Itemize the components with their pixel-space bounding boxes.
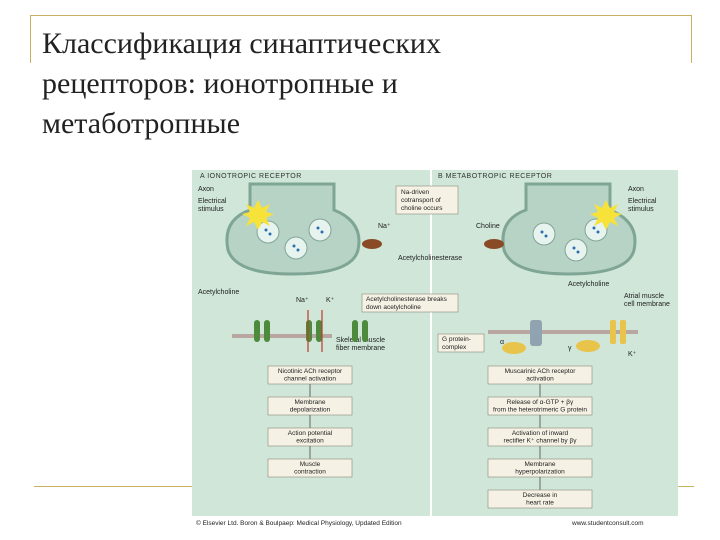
right-flow-text: Muscarinic ACh receptor: [505, 368, 577, 375]
panel-b-heading: B METABOTROPIC RECEPTOR: [438, 173, 552, 180]
atrial-label-1: Atrial muscle: [624, 293, 664, 300]
title-line-2: рецепторов: ионотропные и: [42, 67, 398, 100]
vesicle: [284, 236, 308, 260]
na-cotransport-box: [395, 185, 459, 215]
left-axon-terminal: [225, 182, 361, 276]
left-acetylcholine-label: Acetylcholine: [198, 289, 239, 296]
left-flow-text: Membrane: [294, 399, 325, 406]
left-electrical-label-2: stimulus: [198, 206, 224, 213]
na-cotransport-line-2: cotransport of: [401, 197, 441, 204]
enzyme-icon: [484, 239, 504, 249]
right-flow-text: from the heterotrimeric G protein: [493, 407, 587, 414]
left-na-label: Na⁺: [296, 297, 309, 304]
slide-frame-top: [30, 15, 692, 16]
na-cotransport-line-3: choline occurs: [401, 205, 443, 212]
right-flow-text: heart rate: [526, 500, 554, 507]
center-na-label: Na⁺: [378, 223, 391, 230]
slide-frame-left: [30, 15, 31, 63]
right-flow-text: activation: [526, 376, 554, 383]
left-flow-text: Muscle: [300, 461, 321, 468]
na-cotransport-line-1: Na-driven: [401, 189, 430, 196]
footer-strip: [192, 516, 678, 528]
right-axon-label: Axon: [628, 186, 644, 193]
footer-url: www.studentconsult.com: [571, 520, 644, 527]
vesicle: [564, 238, 588, 262]
atrial-label-2: cell membrane: [624, 301, 670, 308]
right-axon-terminal: [501, 182, 637, 276]
electrical-burst-icon: [590, 200, 622, 230]
right-flow-text: Release of α-GTP + βγ: [507, 399, 574, 406]
footer-credit: © Elsevier Ltd. Boron & Boulpaep: Medica…: [196, 519, 402, 527]
skeletal-membrane: [232, 334, 332, 338]
panel-separator: [430, 170, 432, 516]
atrial-membrane: [488, 330, 638, 334]
g-protein-label-1: G protein-: [442, 336, 471, 343]
right-flow-text: Decrease in: [523, 492, 558, 499]
left-flow-text: contraction: [294, 469, 326, 476]
k-channel: [610, 320, 616, 344]
right-electrical-label-2: stimulus: [628, 206, 654, 213]
g-protein-label-2: complex: [442, 344, 467, 351]
right-flow-text: Membrane: [524, 461, 555, 468]
acetylcholinesterase-label: Acetylcholinesterase: [398, 255, 462, 262]
ache-breaks-line-1: Acetylcholinesterase breaks: [366, 296, 448, 303]
g-protein-box: [437, 333, 485, 353]
vesicle: [532, 222, 556, 246]
right-flow-text: Activation of inward: [512, 430, 569, 437]
right-flow-text: hyperpolarization: [515, 469, 565, 476]
vesicle: [308, 218, 332, 242]
skeletal-muscle-label-2: fiber membrane: [336, 345, 385, 352]
ache-breaks-line-2: down acetylcholine: [366, 304, 421, 311]
left-flow-text: Action potential: [288, 430, 333, 437]
right-electrical-label-1: Electrical: [628, 198, 657, 205]
synapse-receptor-figure: A IONOTROPIC RECEPTOR B METABOTROPIC REC…: [192, 170, 678, 528]
left-flow-text: channel activation: [284, 376, 336, 383]
choline-label: Choline: [476, 223, 500, 230]
figure-canvas: A IONOTROPIC RECEPTOR B METABOTROPIC REC…: [192, 170, 678, 528]
electrical-burst-icon: [242, 200, 274, 230]
k-channel: [620, 320, 626, 344]
skeletal-muscle-label-1: Skeletal muscle: [336, 337, 385, 344]
ache-breaks-box: [361, 293, 459, 313]
left-flow-text: depolarization: [290, 407, 331, 414]
title-line-3: метаботропные: [42, 107, 241, 140]
g-alpha-subunit: [502, 342, 526, 354]
vesicle: [256, 220, 280, 244]
right-flowchart: Muscarinic ACh receptoractivationRelease…: [487, 365, 593, 509]
slide-title: Классификация синаптических рецепторов: …: [42, 24, 662, 144]
gamma-label: γ: [568, 345, 572, 352]
right-k-label: K⁺: [628, 351, 637, 358]
slide-frame-right: [691, 15, 692, 63]
left-flow-box: [267, 458, 353, 478]
alpha-label: α: [500, 339, 504, 346]
panel-a-heading: A IONOTROPIC RECEPTOR: [200, 173, 302, 180]
enzyme-icon: [362, 239, 382, 249]
muscarinic-receptor: [530, 320, 542, 346]
left-electrical-label-1: Electrical: [198, 198, 227, 205]
left-k-label: K⁺: [326, 297, 335, 304]
right-flow-box: [487, 489, 593, 509]
vesicle: [584, 218, 608, 242]
left-flow-text: excitation: [296, 438, 324, 445]
right-flow-text: rectifier K⁺ channel by βγ: [504, 438, 578, 445]
g-betagamma-subunit: [576, 340, 600, 352]
title-line-1: Классификация синаптических: [42, 27, 441, 60]
right-acetylcholine-label: Acetylcholine: [568, 281, 609, 288]
left-flow-text: Nicotinic ACh receptor: [278, 368, 343, 375]
left-axon-label: Axon: [198, 186, 214, 193]
right-terminal-body: [501, 182, 637, 276]
